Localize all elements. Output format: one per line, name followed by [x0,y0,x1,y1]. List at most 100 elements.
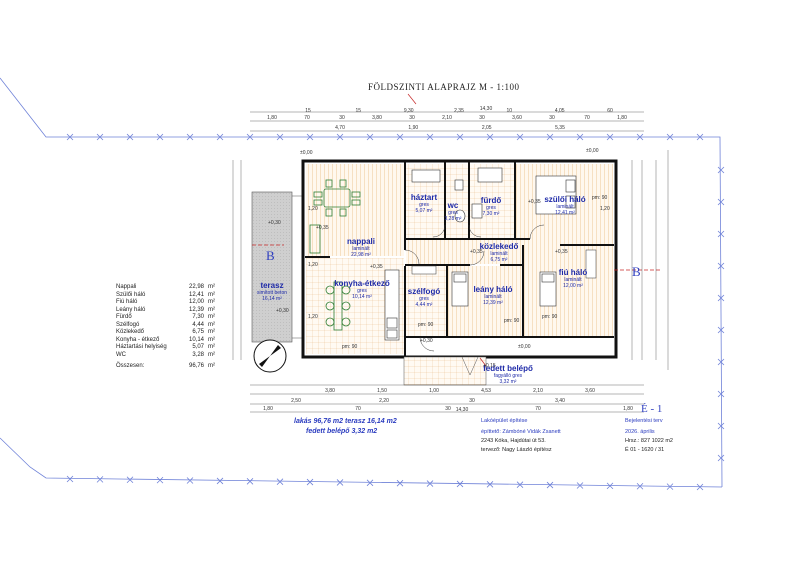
project-address: 2243 Kóka, Hajdútai út 53. [481,438,546,444]
fence-post-icon [366,479,374,487]
room-terasz-material: simított beton [257,290,287,296]
dimension-label: 1,80 [617,115,627,121]
wardrobe [411,249,597,279]
area-total-value: 96,76 [188,363,204,369]
room-nappali-material: laminált [352,246,370,252]
dimension-label: 70 [355,406,361,412]
fence-post-icon [666,483,674,490]
fence-post-icon [306,478,314,486]
dimension-label: 15 [356,108,362,114]
summary-line-1: lakás 96,76 m2 terasz 16,14 m2 [294,418,397,425]
area-room-value: 6,75 [192,329,204,335]
dimension-label: 30 [549,115,555,121]
room-nappali-area: 22,98 m² [351,252,371,258]
height-mark: 1,20 [308,314,318,320]
fence-post-icon [717,230,725,238]
project-hrsz: Hrsz.: 827 1022 m2 [625,438,673,444]
fence-post-icon [336,133,344,141]
area-room-name: WC [116,351,126,358]
section-b-left: B [266,248,275,263]
level-mark: ±0,00 [300,150,313,156]
area-room-name: Háztartási helyiség [116,344,167,350]
area-total-unit: m² [208,363,215,369]
level-mark: +0,30 [276,308,289,314]
room-wc-material: gres [448,210,458,216]
height-mark: 1,20 [308,206,318,212]
fence-post-icon [486,481,494,488]
room-lany-name: leány háló [473,285,512,294]
elevation-mark: É - 1 [641,403,662,415]
room-szuloi-material: laminált [556,204,574,210]
area-room-value: 10,14 [188,336,204,343]
room-lany-area: 12,39 m² [483,300,503,306]
room-haztart-area: 5,07 m² [416,208,433,214]
project-code: É 01 - 1620 / 31 [625,447,665,453]
dimension-label: 30 [469,398,475,404]
fence-post-icon [126,476,134,484]
fence-post-icon [186,133,194,141]
area-room-name: Konyha - étkező [116,336,160,343]
dimension-lines [232,111,669,413]
fence-post-icon [546,133,554,141]
dimension-label: 3,60 [512,115,522,121]
room-kozlekedo-name: közlekedő [480,242,519,251]
dimension-label: 3,80 [325,388,335,394]
room-furdo-name: fürdő [481,196,502,205]
dimension-label: 4,53 [481,388,491,394]
fence-post-icon [606,133,614,141]
terrace-slab [251,191,293,343]
dimension-label: 15 [305,108,311,114]
fence-post-icon [717,390,725,398]
dimension-label: 70 [584,115,590,121]
fence-post-icon [666,133,674,141]
room-furdo-material: gres [486,205,496,211]
room-furdo-area: 7,30 m² [483,211,500,217]
fence-post-icon [366,133,374,141]
dimension-label: 2,05 [482,125,492,131]
dimension-label: 2,10 [442,115,452,121]
level-mark: +0,35 [555,249,568,255]
fence-post-icon [636,482,644,490]
fence-post-icon [66,133,74,141]
north-arrow [407,93,487,367]
fence-post-icon [717,294,725,302]
bed-lany [451,271,469,307]
fence-post-icon [717,262,725,270]
level-mark: +0,35 [470,249,483,255]
fence-post-icon [486,133,494,141]
room-kozlekedo-material: laminált [490,251,508,257]
ramp [461,356,479,376]
dimension-label: 2,35 [454,108,464,114]
fence-post-icon [717,358,725,366]
fence-post-icon [546,481,554,489]
drawing-title: FÖLDSZINTI ALAPRAJZ M - 1:100 [368,82,520,92]
level-mark: +0,35 [316,225,329,231]
level-mark: +0,30 [268,220,281,226]
room-wc-area: 3,28 m² [445,216,462,222]
area-room-value: 4,44 [192,321,204,328]
level-mark: ±0,00 [586,148,599,154]
dimension-label: 3,40 [555,398,565,404]
fence-post-icon [696,483,704,491]
area-room-value: 3,28 [192,351,204,358]
dimension-label: 4,05 [555,108,565,114]
area-room-unit: m² [208,306,215,313]
room-konyha-area: 10,14 m² [352,294,372,300]
room-szelfogo-name: szélfogó [408,287,441,296]
dimension-label: 3,80 [372,115,382,121]
section-line-b [252,244,662,271]
room-terasz-name: terasz [260,281,283,290]
fence-post-icon [216,133,224,141]
area-room-name: Fiú háló [116,299,138,305]
room-fedett-area: 3,32 m² [500,379,517,385]
parapet-mark: pm: 90 [342,344,358,350]
dimension-label: 9,30 [404,108,414,114]
furniture [309,179,361,331]
